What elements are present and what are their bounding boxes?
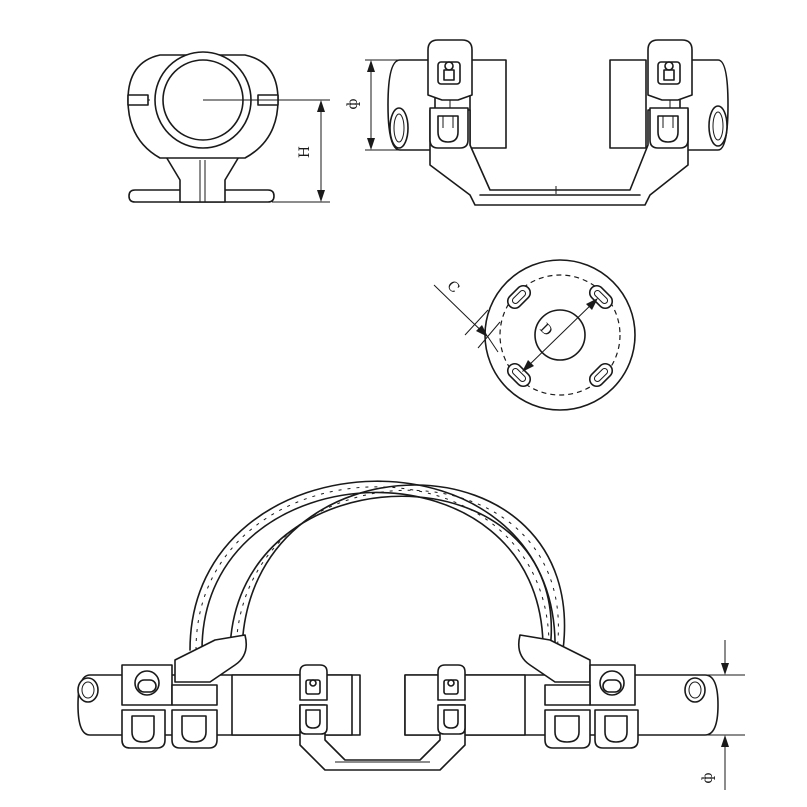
side-view-clamp-left [427, 39, 473, 149]
side-view: ф [345, 39, 729, 206]
assembly-view: ф [77, 480, 745, 790]
assembly-clamp-left-outer [121, 664, 173, 749]
disc-bolt-circle [499, 274, 621, 396]
side-view-clamp-right [647, 39, 693, 149]
dimension-label-height: H [297, 146, 313, 158]
dimension-label-diameter-bottom: ф [700, 772, 716, 783]
disc-view: D C [433, 259, 636, 411]
assembly-clamp-left-inner [171, 684, 218, 749]
dimension-label-diameter-top: ф [345, 98, 361, 109]
assembly-clamp-centre-left [299, 664, 328, 735]
assembly-jumper-arcs [189, 480, 566, 651]
assembly-clamp-right-inner [544, 684, 591, 749]
end-view: H [127, 51, 330, 203]
assembly-clamp-centre-right [437, 664, 466, 735]
dimension-label-c: C [443, 278, 462, 297]
assembly-clamp-right-outer [589, 664, 639, 749]
